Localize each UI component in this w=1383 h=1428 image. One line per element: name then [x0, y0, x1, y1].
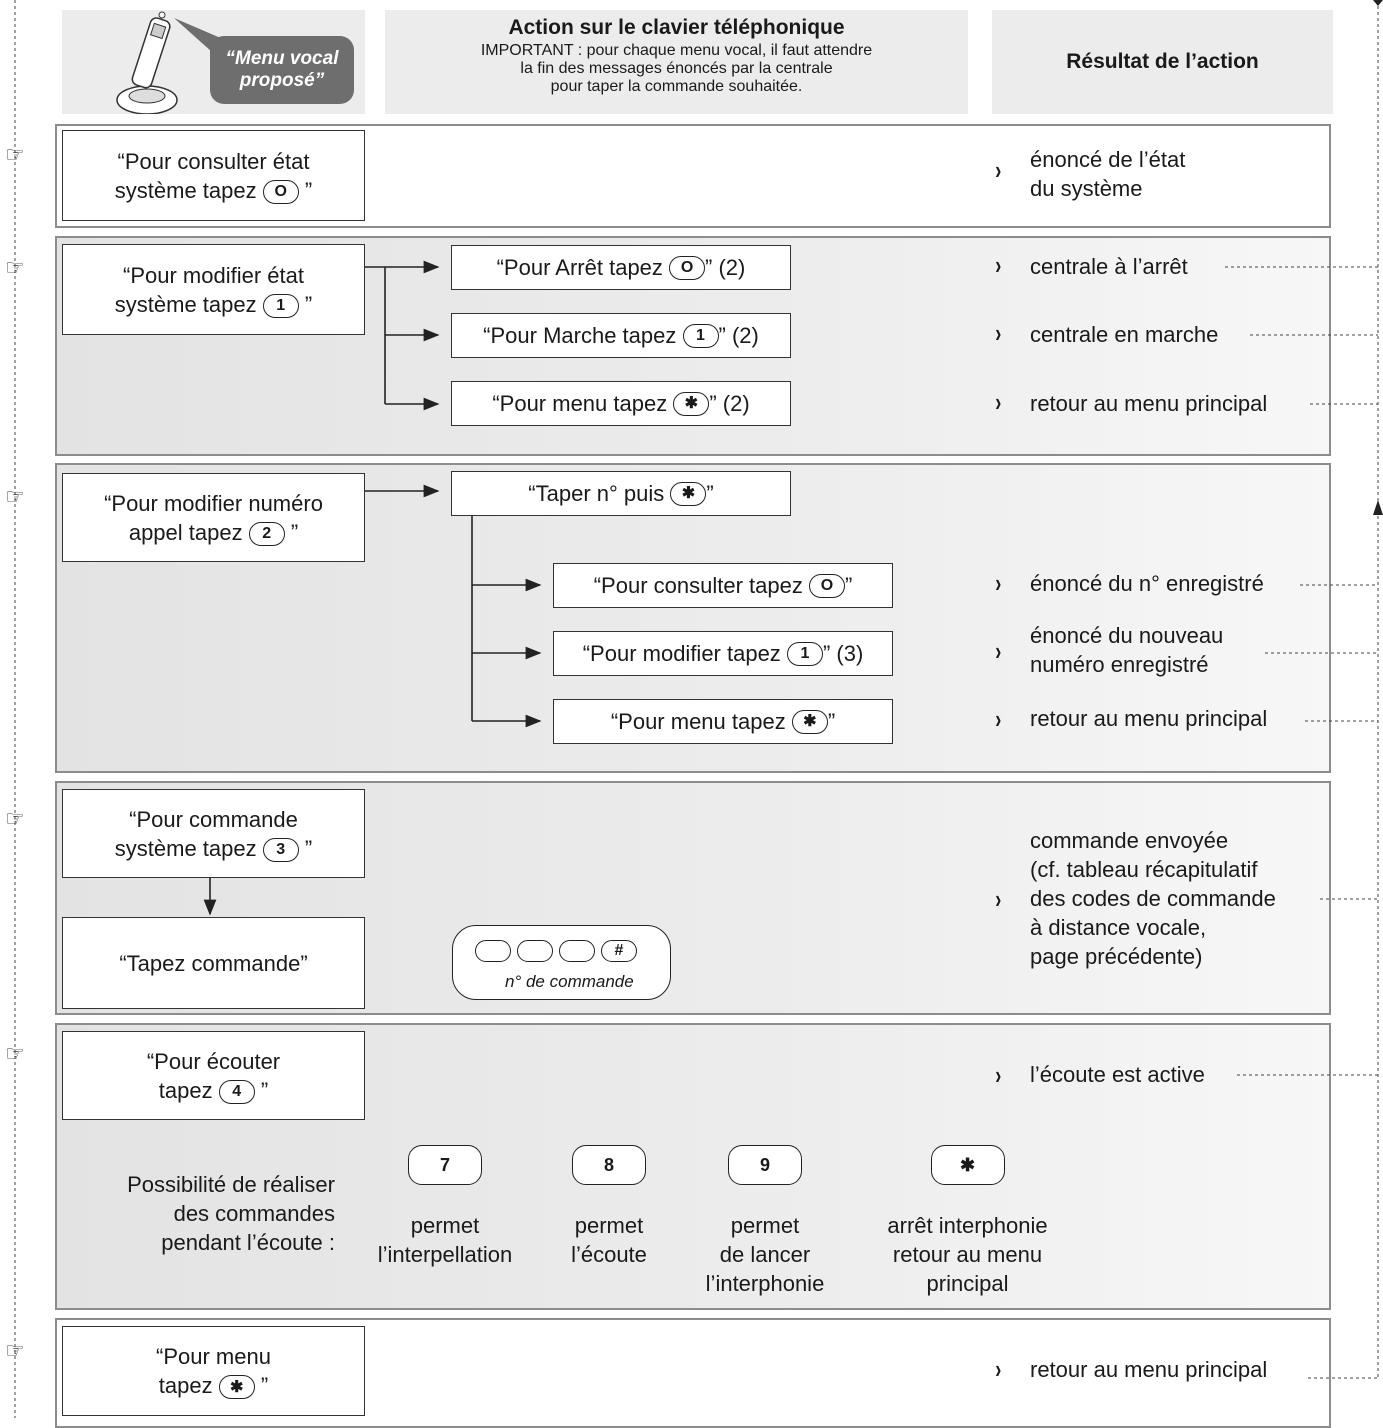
- key-star-icon: ✱: [930, 1145, 1005, 1185]
- header-phone-cell: “Menu vocal proposé”: [62, 10, 365, 114]
- result-main-menu: retour au menu principal: [1030, 391, 1268, 416]
- menu-listen: “Pour écouter tapez 4 ”: [62, 1031, 365, 1120]
- chevron-icon: ›: [995, 704, 1002, 734]
- type-command-box: “Tapez commande”: [62, 917, 365, 1009]
- key-star-icon: ✱: [670, 481, 707, 506]
- entry-hand-icon: ☞: [5, 255, 25, 280]
- cordless-phone-icon: [116, 11, 178, 114]
- option-interpellation: 7 permet l’interpellation: [365, 1145, 525, 1269]
- entry-hand-icon: ☞: [5, 142, 25, 167]
- option-listen: 8 permet l’écoute: [544, 1145, 674, 1269]
- action-note-3: pour taper la commande souhaitée.: [550, 78, 803, 95]
- menu-consult-state: “Pour consulter état système tapez O ”: [62, 130, 365, 221]
- key-1-icon: 1: [786, 641, 823, 666]
- key-7-icon: 7: [408, 1145, 482, 1185]
- bubble-pointer: [174, 18, 230, 52]
- key-9-icon: 9: [728, 1145, 802, 1185]
- chevron-icon: ›: [995, 636, 1002, 666]
- menu-modify-state: “Pour modifier état système tapez 1 ”: [62, 244, 365, 335]
- chevron-icon: ›: [995, 1060, 1002, 1090]
- chevron-icon: ›: [995, 884, 1002, 914]
- entry-hand-icon: ☞: [5, 484, 25, 509]
- key-1-icon: 1: [682, 323, 719, 348]
- submenu-start: “Pour Marche tapez 1” (2): [451, 313, 791, 358]
- submenu-number-menu: “Pour menu tapez ✱”: [553, 699, 893, 744]
- key-2-icon: 2: [248, 521, 285, 546]
- entry-hand-icon: ☞: [5, 1041, 25, 1066]
- key-3-icon: 3: [262, 837, 299, 862]
- command-number-label: n° de commande: [505, 972, 634, 991]
- entry-hand-icon: ☞: [5, 806, 25, 831]
- result-running: centrale en marche: [1030, 322, 1219, 347]
- result-stopped: centrale à l’arrêt: [1030, 254, 1188, 279]
- option-stop-intercom: ✱ arrêt interphonie retour au menu princ…: [870, 1145, 1065, 1298]
- key-0-icon: O: [262, 179, 299, 204]
- key-0-icon: O: [808, 573, 845, 598]
- action-title: Action sur le clavier téléphonique: [508, 16, 845, 39]
- submenu-menu: “Pour menu tapez ✱” (2): [451, 381, 791, 426]
- chevron-icon: ›: [995, 568, 1002, 598]
- result-listen-active: l’écoute est active: [1030, 1062, 1205, 1087]
- chevron-icon: ›: [995, 155, 1002, 185]
- menu-return: “Pour menu tapez ✱ ”: [62, 1326, 365, 1416]
- key-1-icon: 1: [262, 293, 299, 318]
- menu-vocal-bubble: “Menu vocal proposé”: [210, 36, 354, 104]
- submenu-modify-number: “Pour modifier tapez 1” (3): [553, 631, 893, 676]
- key-4-icon: 4: [218, 1079, 255, 1104]
- chevron-icon: ›: [995, 387, 1002, 417]
- key-8-icon: 8: [572, 1145, 646, 1185]
- key-0-icon: O: [669, 255, 706, 280]
- submenu-stop: “Pour Arrêt tapez O” (2): [451, 245, 791, 290]
- result-command-sent: commande envoyée (cf. tableau récapitula…: [1030, 828, 1276, 969]
- header-action-cell: Action sur le clavier téléphonique IMPOR…: [385, 10, 968, 114]
- submenu-consult-number: “Pour consulter tapez O”: [553, 563, 893, 608]
- action-note-2: la fin des messages énoncés par la centr…: [520, 60, 833, 77]
- result-new-number: énoncé du nouveau numéro enregistré: [1030, 623, 1224, 677]
- possible-commands-note: Possibilité de réaliser des commandes pe…: [127, 1172, 335, 1255]
- result-number-announced: énoncé du n° enregistré: [1030, 571, 1264, 596]
- chevron-icon: ›: [995, 250, 1002, 280]
- chevron-icon: ›: [995, 1354, 1002, 1384]
- key-star-icon: ✱: [218, 1375, 255, 1400]
- menu-system-command: “Pour commande système tapez 3 ”: [62, 789, 365, 878]
- header-result-cell: Résultat de l’action: [992, 10, 1333, 114]
- option-intercom: 9 permet de lancer l’interphonie: [690, 1145, 840, 1298]
- entry-hand-icon: ☞: [5, 1338, 25, 1363]
- result-main-menu: retour au menu principal: [1030, 706, 1268, 731]
- menu-modify-number: “Pour modifier numéro appel tapez 2 ”: [62, 473, 365, 562]
- result-state-announced: énoncé de l’état du système: [1030, 147, 1186, 201]
- result-main-menu: retour au menu principal: [1030, 1357, 1268, 1382]
- result-title: Résultat de l’action: [1066, 50, 1259, 73]
- key-star-icon: ✱: [673, 391, 710, 416]
- type-number-box: “Taper n° puis ✱”: [451, 471, 791, 516]
- chevron-icon: ›: [995, 318, 1002, 348]
- key-hash-icon: #: [601, 940, 637, 962]
- command-keypad: # n° de commande: [452, 925, 671, 1000]
- key-star-icon: ✱: [791, 709, 828, 734]
- action-note-1: IMPORTANT : pour chaque menu vocal, il f…: [480, 42, 873, 59]
